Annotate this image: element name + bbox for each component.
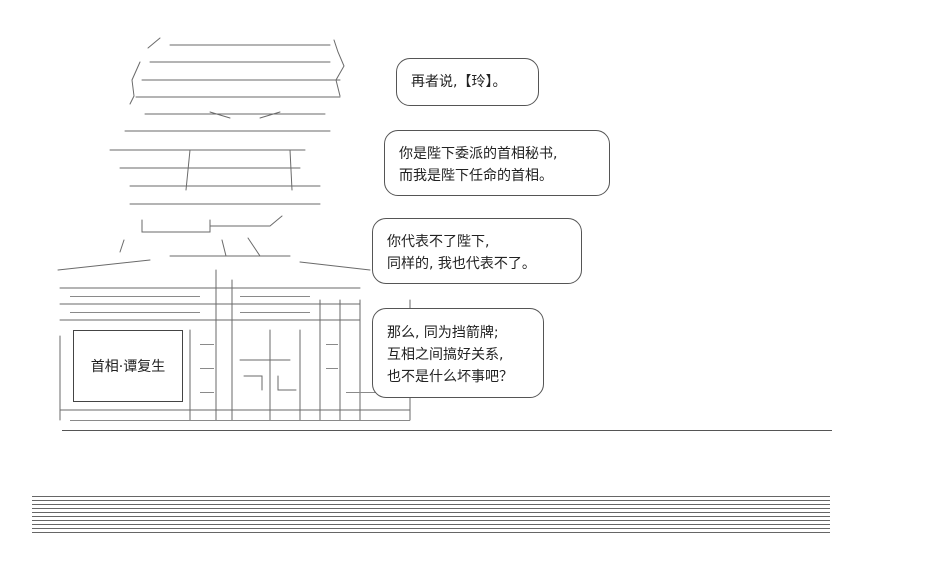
- nameplate-label: 首相·谭复生: [90, 359, 166, 375]
- floor-pattern: [32, 496, 830, 536]
- bubble-line: 你是陛下委派的首相秘书,: [399, 146, 558, 162]
- figure-torso: [57, 259, 411, 421]
- figure-head: [109, 37, 345, 205]
- bubble-line: 再者说,【玲】。: [411, 74, 507, 90]
- speech-bubble-4: 那么, 同为挡箭牌; 互相之间搞好关系, 也不是什么坏事吧？: [372, 308, 544, 398]
- floor-row: [32, 528, 830, 533]
- floor-row: [32, 512, 830, 517]
- bubble-line: 而我是陛下任命的首相。: [399, 168, 553, 184]
- floor-row: [32, 504, 830, 509]
- figure-collar: [119, 215, 291, 257]
- bubble-line: 互相之间搞好关系,: [387, 347, 504, 363]
- nameplate: 首相·谭复生: [73, 330, 183, 402]
- floor-row: [32, 496, 830, 501]
- speech-bubble-2: 你是陛下委派的首相秘书, 而我是陛下任命的首相。: [384, 130, 610, 196]
- bubble-line: 同样的, 我也代表不了。: [387, 256, 536, 272]
- speech-bubble-1: 再者说,【玲】。: [396, 58, 539, 106]
- bubble-line: 那么, 同为挡箭牌;: [387, 325, 499, 341]
- floor-row: [32, 520, 830, 525]
- bubble-line: 也不是什么坏事吧？: [387, 369, 513, 385]
- ground-line: [62, 430, 832, 431]
- figure-face: [185, 111, 293, 191]
- speech-bubble-3: 你代表不了陛下, 同样的, 我也代表不了。: [372, 218, 582, 284]
- bubble-line: 你代表不了陛下,: [387, 234, 490, 250]
